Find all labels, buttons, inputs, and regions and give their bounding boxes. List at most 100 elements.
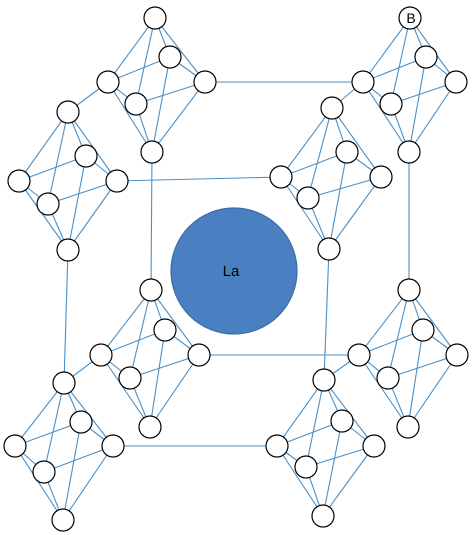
b-b-bond bbox=[151, 56, 171, 153]
boron-atom bbox=[105, 169, 129, 193]
b-b-bond bbox=[408, 289, 458, 356]
lanthanum-layer: La bbox=[170, 207, 298, 335]
boron-atom bbox=[158, 45, 182, 69]
boron-atom bbox=[445, 343, 469, 367]
boron-atom bbox=[56, 100, 80, 124]
boron-atom bbox=[294, 455, 318, 479]
boron-atom bbox=[398, 6, 422, 30]
boron-atom bbox=[369, 165, 393, 189]
b-b-bond bbox=[18, 155, 87, 182]
b-b-bond bbox=[151, 81, 206, 153]
b-b-bond bbox=[280, 107, 333, 178]
lattice-edges-layer bbox=[63, 81, 410, 447]
boron-atom bbox=[89, 343, 113, 367]
b-b-bond bbox=[149, 354, 200, 428]
boron-atom bbox=[101, 434, 125, 458]
b-b-bond bbox=[408, 56, 427, 153]
b-b-bond bbox=[135, 17, 156, 105]
boron-atom bbox=[138, 415, 162, 439]
boron-atom bbox=[397, 278, 421, 302]
b-b-bond bbox=[307, 107, 333, 199]
b-b-bond bbox=[328, 176, 382, 250]
b-b-bond bbox=[47, 180, 118, 205]
b-b-bond bbox=[107, 81, 153, 153]
boron-atom bbox=[296, 186, 320, 210]
b-b-bond bbox=[67, 180, 118, 251]
boron-atom bbox=[330, 409, 354, 433]
b-b-bond bbox=[62, 445, 114, 521]
lanthanum-atom bbox=[170, 207, 298, 335]
b-b-bond bbox=[18, 180, 69, 251]
b-b-bond bbox=[331, 107, 382, 178]
b-b-bond bbox=[328, 151, 348, 250]
boron-atoms-layer bbox=[3, 6, 469, 532]
b-b-bond bbox=[62, 421, 82, 521]
boron-atom bbox=[69, 410, 93, 434]
lattice-edge bbox=[323, 248, 330, 381]
b-b-bond bbox=[14, 382, 65, 447]
boron-atom bbox=[311, 504, 335, 528]
boron-atom bbox=[74, 144, 98, 168]
b-b-bond bbox=[43, 382, 65, 473]
b-b-bond bbox=[154, 17, 206, 83]
boron-atom bbox=[269, 165, 293, 189]
b-b-bond bbox=[14, 421, 82, 447]
b-b-bond bbox=[358, 289, 410, 356]
b-b-bond bbox=[358, 354, 409, 428]
b-b-bond bbox=[305, 379, 325, 468]
b-b-bond bbox=[276, 420, 343, 447]
b-b-bond bbox=[305, 445, 375, 468]
b-b-bond bbox=[47, 111, 69, 205]
b-b-bond bbox=[129, 289, 152, 379]
b-b-bond bbox=[276, 445, 324, 517]
b-b-bond bbox=[276, 379, 325, 447]
b-b-bond bbox=[322, 445, 375, 517]
boron-atom bbox=[187, 343, 211, 367]
boron-atom bbox=[56, 238, 80, 262]
b-b-bond bbox=[408, 81, 457, 153]
boron-atom bbox=[397, 140, 421, 164]
boron-atom bbox=[193, 70, 217, 94]
boron-atom bbox=[118, 366, 142, 390]
boron-atom bbox=[444, 70, 468, 94]
boron-atom bbox=[376, 366, 400, 390]
b-b-bond bbox=[129, 354, 200, 379]
boron-atom bbox=[140, 140, 164, 164]
lanthanum-label: La bbox=[223, 263, 240, 280]
b-b-bond bbox=[107, 17, 156, 83]
boron-atom bbox=[3, 434, 27, 458]
b-b-bond bbox=[390, 17, 411, 105]
b-b-bond bbox=[280, 151, 348, 178]
lattice-edge bbox=[63, 249, 69, 384]
b-b-bond bbox=[387, 354, 458, 379]
boron-atom bbox=[335, 140, 359, 164]
b-b-bond bbox=[67, 155, 87, 251]
boron-atom bbox=[139, 278, 163, 302]
boron-atom bbox=[153, 318, 177, 342]
boron-atom bbox=[32, 460, 56, 484]
b-b-bond bbox=[362, 81, 410, 153]
b-b-bond bbox=[149, 329, 166, 428]
b-b-bond bbox=[150, 289, 200, 356]
boron-atom bbox=[317, 237, 341, 261]
boron-atom bbox=[143, 6, 167, 30]
boron-atom bbox=[396, 415, 420, 439]
b-b-bond bbox=[407, 354, 458, 428]
boron-label-layer: B bbox=[406, 10, 415, 26]
b-b-bond bbox=[135, 81, 206, 105]
boron-atom bbox=[320, 96, 344, 120]
boron-atom bbox=[379, 92, 403, 116]
boron-atom bbox=[7, 169, 31, 193]
boron-atom bbox=[52, 371, 76, 395]
boron-atom bbox=[362, 434, 386, 458]
b-b-bond bbox=[43, 445, 114, 473]
boron-atom bbox=[96, 70, 120, 94]
lattice-edge bbox=[150, 151, 153, 291]
lattice-edge bbox=[116, 176, 282, 182]
b-b-bond bbox=[362, 17, 411, 83]
boron-atom bbox=[411, 318, 435, 342]
boron-atom bbox=[124, 92, 148, 116]
boron-label: B bbox=[406, 10, 415, 26]
b-b-bond bbox=[18, 111, 69, 182]
